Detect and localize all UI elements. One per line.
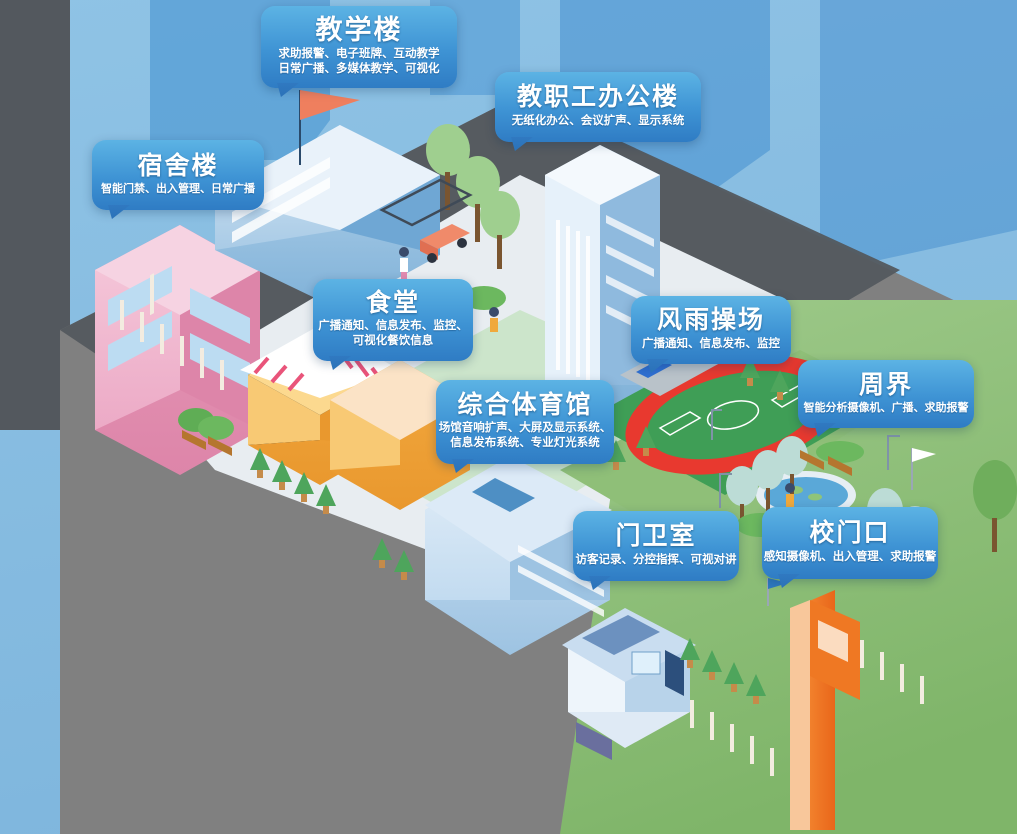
callout-desc-line: 广播通知、信息发布、监控 [642,337,780,350]
conifer-tree [250,356,790,704]
callout-staff-office-building[interactable]: 教职工办公楼 无纸化办公、会议扩声、显示系统 [495,72,701,142]
callout-title: 综合体育馆 [457,390,593,419]
callout-title: 风雨操场 [656,306,765,335]
callout-desc: 广播通知、信息发布、监控、 可视化餐饮信息 [318,319,468,349]
callout-desc: 求助报警、电子班牌、互动教学 日常广播、多媒体教学、可视化 [279,47,440,77]
guard-window [631,651,661,675]
callout-title: 门卫室 [615,522,697,551]
callout-desc-line: 感知摄像机、出入管理、求助报警 [763,550,937,563]
callout-desc: 无纸化办公、会议扩声、显示系统 [512,114,685,129]
callout-desc-line: 场馆音响扩声、大屏及显示系统、 [438,421,612,434]
callout-desc-line: 可视化餐饮信息 [352,335,434,348]
utility-box [576,722,612,760]
callout-desc-line: 智能门禁、出入管理、日常广播 [101,182,255,195]
street-lamp [711,409,900,508]
skyline-shape-4 [820,0,1017,260]
gym-roof-unit [472,478,535,512]
school-gate-model [790,590,860,830]
callout-title: 宿舍楼 [137,151,219,180]
callout-title: 教职工办公楼 [516,83,679,112]
callout-desc: 广播通知、信息发布、监控 [642,337,780,352]
callout-desc-line: 广播通知、信息发布、监控、 [318,319,468,332]
person [399,247,795,508]
callout-desc-line: 信息发布系统、专业灯光系统 [450,437,600,450]
left-edge-strip [0,0,70,430]
callout-desc-line: 智能分析摄像机、广播、求助报警 [803,401,969,414]
callout-canteen[interactable]: 食堂 广播通知、信息发布、监控、 可视化餐饮信息 [313,279,473,361]
callout-comprehensive-gymnasium[interactable]: 综合体育馆 场馆音响扩声、大屏及显示系统、 信息发布系统、专业灯光系统 [436,380,614,464]
callout-desc-line: 求助报警、电子班牌、互动教学 [278,48,440,60]
dormitory-building-model [95,225,260,475]
perimeter-fence [120,273,924,776]
callout-school-gate[interactable]: 校门口 感知摄像机、出入管理、求助报警 [762,507,938,579]
callout-title: 周界 [858,370,913,399]
street-furniture [182,178,936,606]
callout-desc: 智能分析摄像机、广播、求助报警 [804,401,969,416]
callout-title: 教学楼 [315,14,403,45]
teaching-building-model [215,90,440,310]
callout-indoor-playground[interactable]: 风雨操场 广播通知、信息发布、监控 [631,296,791,364]
callout-title: 食堂 [365,288,420,317]
callout-teaching-building[interactable]: 教学楼 求助报警、电子班牌、互动教学 日常广播、多媒体教学、可视化 [261,6,457,88]
callout-desc: 访客记录、分控指挥、可视对讲 [576,553,737,568]
staff-office-tower-model [545,145,660,415]
infield [647,370,819,460]
callout-dormitory-building[interactable]: 宿舍楼 智能门禁、出入管理、日常广播 [92,140,264,210]
trees-group [178,124,1017,704]
callout-desc: 场馆音响扩声、大屏及显示系统、 信息发布系统、专业灯光系统 [439,421,612,451]
small-flag [767,448,936,606]
callout-desc-line: 无纸化办公、会议扩声、显示系统 [511,114,685,127]
guard-house-model [562,608,696,760]
guard-door [665,650,684,696]
callout-desc: 感知摄像机、出入管理、求助报警 [764,550,937,565]
parking-lines [379,178,473,227]
callout-guard-room[interactable]: 门卫室 访客记录、分控指挥、可视对讲 [573,511,739,581]
flag [300,90,360,120]
bench [182,430,852,476]
delivery-truck [420,224,470,263]
callout-perimeter[interactable]: 周界 智能分析摄像机、广播、求助报警 [798,360,974,428]
callout-desc-line: 访客记录、分控指挥、可视对讲 [575,553,737,566]
gymnasium-model [425,456,612,655]
callout-desc-line: 日常广播、多媒体教学、可视化 [278,63,440,76]
callout-desc: 智能门禁、出入管理、日常广播 [101,182,255,197]
callout-title: 校门口 [809,519,891,548]
